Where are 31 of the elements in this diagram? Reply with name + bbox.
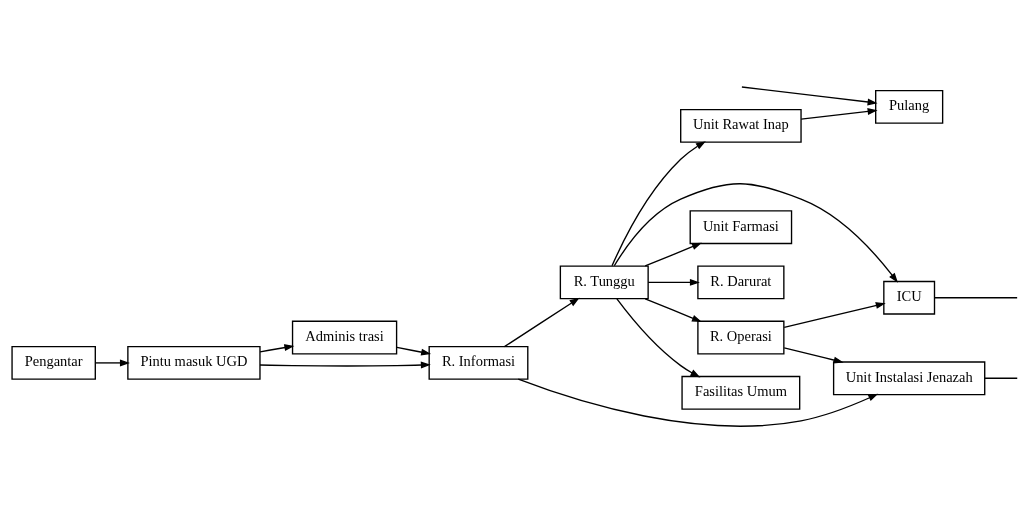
arrow <box>613 182 898 283</box>
node-box: Unit Instalasi Jenazah <box>832 360 986 395</box>
arrow <box>783 346 844 363</box>
arrow <box>503 297 580 347</box>
arrow <box>517 378 879 427</box>
node-box: R. Tunggu <box>559 264 649 299</box>
arrow <box>259 343 295 352</box>
node-box: Pulang <box>875 89 944 124</box>
node-box: Pengantar <box>11 345 96 380</box>
arrow <box>396 346 432 356</box>
node-box: Unit Rawat Inap <box>680 108 802 143</box>
node-box: Fasilitas Umum <box>681 375 801 410</box>
connector <box>934 296 1018 298</box>
node-box: Pintu masuk UGD <box>127 345 261 380</box>
arrow <box>647 278 700 286</box>
arrow <box>611 140 706 266</box>
arrow <box>644 297 702 322</box>
arrow <box>644 242 702 267</box>
arrow <box>616 297 701 377</box>
node-box: R. Informasi <box>428 345 529 380</box>
node-box: Adminis trasi <box>291 320 398 355</box>
node-box: R. Darurat <box>697 264 785 299</box>
arrow <box>800 107 878 120</box>
node-box: Unit Farmasi <box>689 209 793 244</box>
arrow <box>94 358 130 366</box>
arrow <box>783 301 886 328</box>
arrow <box>259 361 431 369</box>
arrow <box>741 85 878 105</box>
node-box: R. Operasi <box>697 320 785 355</box>
node-box: ICU <box>883 280 936 315</box>
connector <box>984 377 1018 379</box>
